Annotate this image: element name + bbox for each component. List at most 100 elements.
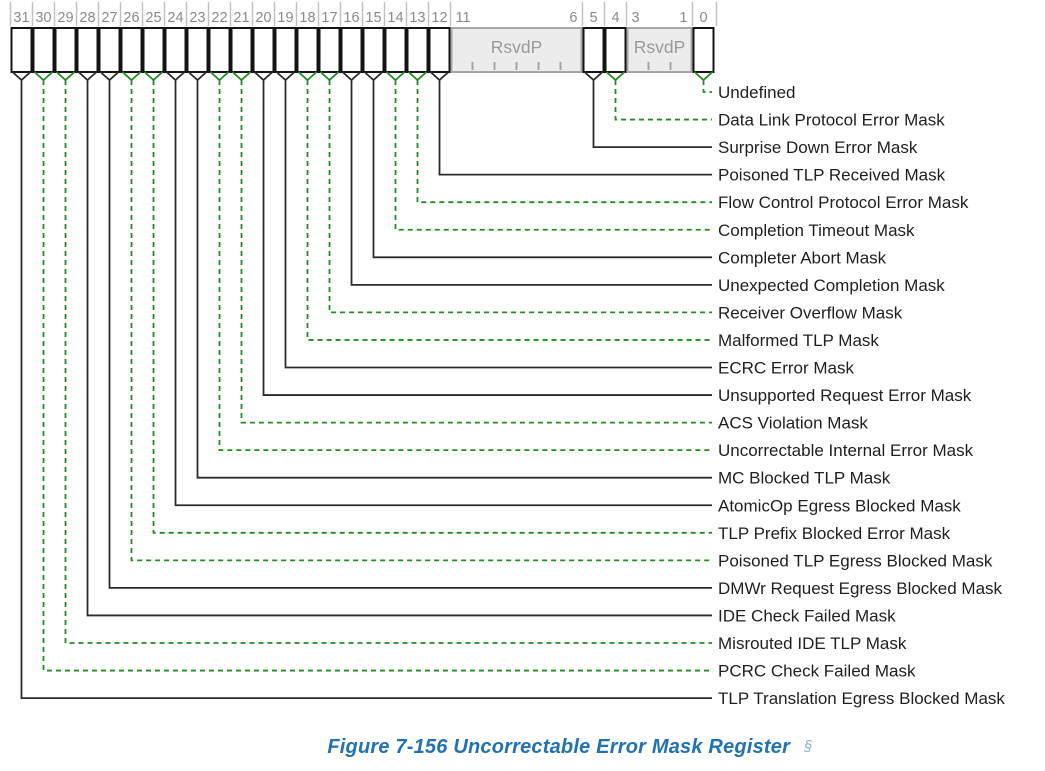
- leader-line-bit-19: [284, 80, 712, 369]
- rsvd-field-3-1: [626, 27, 693, 73]
- leader-funnel-bit-12: [429, 71, 450, 82]
- bit-number-12: 12: [431, 10, 447, 26]
- leader-line-bit-16: [350, 80, 712, 286]
- leader-line-bit-24: [174, 80, 712, 507]
- leader-line-bit-27: [108, 80, 712, 589]
- leader-funnel-bit-27: [99, 71, 120, 82]
- bit-number-18: 18: [299, 10, 315, 26]
- bit-cell-22: [208, 27, 231, 73]
- leader-funnel-bit-31: [11, 71, 32, 82]
- bit-number-31: 31: [13, 10, 29, 26]
- field-label-bit-25: TLP Prefix Blocked Error Mask: [718, 524, 951, 543]
- leader-line-bit-25: [152, 80, 712, 534]
- bit-number-15: 15: [365, 10, 381, 26]
- leader-funnel-bit-0: [693, 71, 714, 82]
- bit-number-5: 5: [589, 10, 597, 26]
- leader-funnel-bit-4: [605, 71, 626, 82]
- bit-cell-27: [98, 27, 121, 73]
- leader-line-bit-5: [592, 80, 712, 148]
- leader-line-bit-20: [262, 80, 712, 396]
- field-label-bit-14: Completion Timeout Mask: [718, 221, 915, 240]
- leader-funnel-bit-29: [55, 71, 76, 82]
- leader-funnel-bit-17: [319, 71, 340, 82]
- leader-line-bit-12: [438, 80, 712, 176]
- bit-number-26: 26: [123, 10, 139, 26]
- leader-funnel-bit-23: [187, 71, 208, 82]
- leader-line-bit-23: [196, 80, 712, 479]
- leader-line-bit-22: [218, 80, 712, 452]
- bit-cell-16: [340, 27, 363, 73]
- leader-line-bit-30: [42, 80, 712, 672]
- bit-cell-30: [32, 27, 55, 73]
- leader-line-bit-26: [130, 80, 712, 562]
- field-label-bit-12: Poisoned TLP Received Mask: [718, 166, 946, 185]
- field-label-bit-20: Unsupported Request Error Mask: [718, 386, 972, 405]
- bit-number-30: 30: [35, 10, 51, 26]
- field-label-bit-13: Flow Control Protocol Error Mask: [718, 193, 969, 212]
- leader-funnel-bit-24: [165, 71, 186, 82]
- bit-cell-17: [318, 27, 341, 73]
- bit-number-17: 17: [321, 10, 337, 26]
- leader-funnel-bit-22: [209, 71, 230, 82]
- bit-number-11: 11: [456, 10, 471, 26]
- field-label-bit-16: Unexpected Completion Mask: [718, 276, 945, 295]
- leader-line-bit-0: [702, 80, 712, 93]
- field-label-bit-30: PCRC Check Failed Mask: [718, 662, 916, 681]
- bit-cell-21: [230, 27, 253, 73]
- rsvd-field-label: RsvdP: [491, 37, 543, 57]
- bit-cell-13: [406, 27, 429, 73]
- bit-number-27: 27: [101, 10, 117, 26]
- bit-number-13: 13: [409, 10, 425, 26]
- bit-number-16: 16: [343, 10, 359, 26]
- figure-caption-text: Figure 7-156 Uncorrectable Error Mask Re…: [327, 736, 791, 758]
- bit-number-19: 19: [277, 10, 293, 26]
- bit-number-23: 23: [189, 10, 205, 26]
- leader-line-bit-28: [86, 80, 712, 617]
- leader-funnel-bit-21: [231, 71, 252, 82]
- bit-cell-15: [362, 27, 385, 73]
- leader-funnel-bit-30: [33, 71, 54, 82]
- bit-number-20: 20: [255, 10, 271, 26]
- bit-cell-24: [164, 27, 187, 73]
- field-label-bit-29: Misrouted IDE TLP Mask: [718, 634, 907, 653]
- leader-line-bit-4: [614, 80, 712, 121]
- leader-funnel-bit-26: [121, 71, 142, 82]
- leader-funnel-bit-5: [583, 71, 604, 82]
- field-label-bit-31: TLP Translation Egress Blocked Mask: [718, 689, 1005, 708]
- bit-cell-14: [384, 27, 407, 73]
- bit-cell-20: [252, 27, 275, 73]
- bit-number-3: 3: [632, 10, 640, 26]
- field-label-bit-27: DMWr Request Egress Blocked Mask: [718, 579, 1003, 598]
- bit-cell-12: [428, 27, 451, 73]
- bit-cell-23: [186, 27, 209, 73]
- section-anchor-link[interactable]: §: [804, 738, 813, 755]
- leader-funnel-bit-13: [407, 71, 428, 82]
- field-label-bit-17: Receiver Overflow Mask: [718, 303, 903, 322]
- leader-funnel-bit-16: [341, 71, 362, 82]
- bit-number-0: 0: [699, 10, 707, 26]
- bit-number-4: 4: [611, 10, 619, 26]
- leader-funnel-bit-18: [297, 71, 318, 82]
- leader-funnel-bit-14: [385, 71, 406, 82]
- bit-cell-29: [54, 27, 77, 73]
- field-label-bit-24: AtomicOp Egress Blocked Mask: [718, 496, 961, 515]
- bit-cell-18: [296, 27, 319, 73]
- field-label-bit-19: ECRC Error Mask: [718, 359, 855, 378]
- bit-number-1: 1: [679, 10, 687, 26]
- field-label-bit-28: IDE Check Failed Mask: [718, 606, 896, 625]
- field-label-bit-5: Surprise Down Error Mask: [718, 138, 918, 157]
- field-label-bit-0: Undefined: [718, 83, 796, 102]
- leader-line-bit-31: [20, 80, 712, 699]
- bit-cell-19: [274, 27, 297, 73]
- field-label-bit-22: Uncorrectable Internal Error Mask: [718, 441, 974, 460]
- leader-line-bit-13: [416, 80, 712, 204]
- field-label-bit-26: Poisoned TLP Egress Blocked Mask: [718, 551, 993, 570]
- leader-funnel-bit-25: [143, 71, 164, 82]
- leader-funnel-bit-19: [275, 71, 296, 82]
- bit-cell-28: [76, 27, 99, 73]
- figure-caption: Figure 7-156 Uncorrectable Error Mask Re…: [0, 736, 1045, 759]
- field-label-bit-23: MC Blocked TLP Mask: [718, 469, 891, 488]
- leader-line-bit-21: [240, 80, 712, 424]
